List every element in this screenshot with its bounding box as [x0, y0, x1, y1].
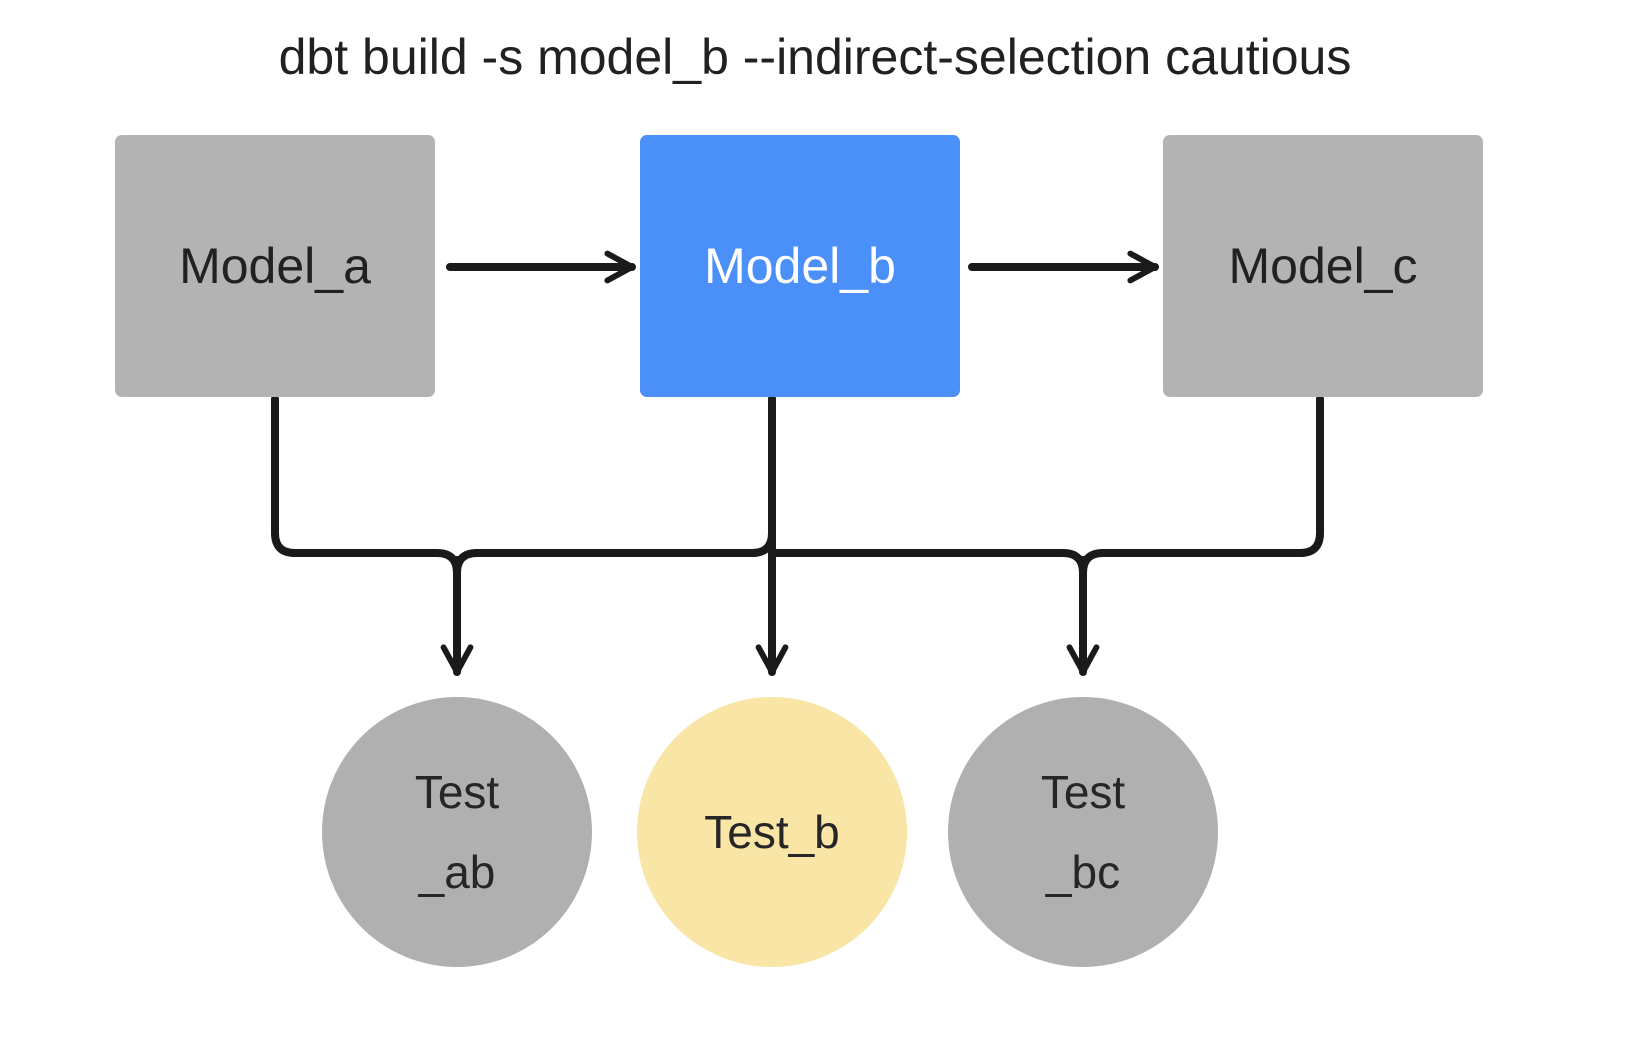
node-model-b[interactable]: Model_b — [640, 135, 960, 397]
edge-model-a-to-test-ab — [271, 395, 461, 577]
node-test-bc[interactable]: Test _bc — [948, 697, 1218, 967]
node-model-b-label: Model_b — [704, 238, 896, 294]
node-test-bc-label-line1: Test — [1040, 766, 1126, 818]
diagram-title: dbt build -s model_b --indirect-selectio… — [278, 29, 1352, 85]
node-model-c-label: Model_c — [1228, 238, 1418, 294]
node-test-ab-label-line2: _ab — [418, 846, 496, 898]
edge-model-b-to-test-ab — [453, 395, 776, 577]
edge-model-c-to-test-bc — [1079, 395, 1324, 577]
node-model-a-label: Model_a — [179, 238, 371, 294]
node-test-b-label: Test_b — [704, 806, 840, 858]
node-test-b[interactable]: Test_b — [637, 697, 907, 967]
edge-model-b-to-test-bc — [768, 549, 1087, 577]
node-test-ab-label-line1: Test — [414, 766, 500, 818]
node-test-bc-label-line2: _bc — [1045, 846, 1121, 898]
node-model-a[interactable]: Model_a — [115, 135, 435, 397]
node-model-c[interactable]: Model_c — [1163, 135, 1483, 397]
node-test-ab[interactable]: Test _ab — [322, 697, 592, 967]
